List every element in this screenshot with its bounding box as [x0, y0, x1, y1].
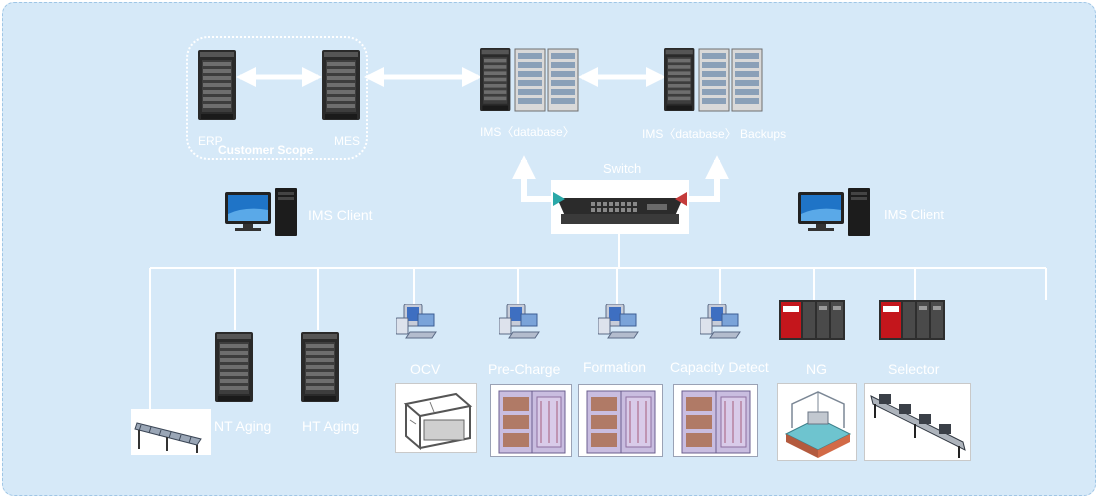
capacity-detect-label: Capacity Detect: [670, 359, 769, 375]
formation-label: Formation: [583, 359, 647, 375]
capacity-detect-equipment-image: [673, 384, 758, 457]
selector-label: Selector: [888, 361, 940, 377]
ht-aging-label: HT Aging: [302, 418, 360, 434]
ims-client-right-icon: [798, 188, 870, 236]
network-switch-icon: [551, 180, 689, 234]
switch-backup-link: [688, 155, 729, 202]
ims-database-label: IMS〈database〉: [480, 125, 575, 139]
formation-equipment-image: [578, 384, 663, 457]
selector-plc-icon: [879, 300, 945, 340]
customer-scope-label: Customer Scope: [218, 143, 314, 157]
ims-backup-label: IMS〈database〉 Backups: [642, 127, 787, 141]
ng-label: NG: [806, 361, 827, 377]
pre-charge-label: Pre-Charge: [488, 361, 561, 377]
selector-equipment-image: [864, 383, 971, 461]
erp-label: ERP: [198, 134, 223, 148]
switch-label: Switch: [603, 161, 642, 176]
ims-client-left-label: IMS Client: [308, 207, 373, 223]
ng-equipment-image: [777, 383, 857, 461]
conveyor-image: [131, 409, 211, 455]
ims-backup-server-icon: [664, 48, 763, 112]
ocv-workstation-icon: [396, 304, 437, 339]
mes-server-icon: [322, 50, 360, 120]
ims-client-right-label: IMS Client: [884, 207, 944, 222]
formation-workstation-icon: [598, 304, 639, 339]
ht-aging-server-icon: [301, 332, 339, 402]
ocv-equipment-image: [395, 383, 477, 453]
ims-database-server-icon: [480, 48, 579, 112]
capacity-detect-workstation-icon: [700, 304, 741, 339]
nt-aging-server-icon: [215, 332, 253, 402]
ng-plc-icon: [779, 300, 845, 340]
nt-aging-label: NT Aging: [214, 418, 272, 434]
switch-ims-link: [512, 155, 553, 202]
mes-label: MES: [334, 134, 361, 148]
pre-charge-equipment-image: [490, 384, 572, 457]
erp-server-icon: [198, 50, 236, 120]
pre-charge-workstation-icon: [499, 304, 540, 339]
ocv-label: OCV: [410, 361, 441, 377]
customer-scope-boundary: [186, 36, 368, 160]
ims-client-left-icon: [225, 188, 297, 236]
